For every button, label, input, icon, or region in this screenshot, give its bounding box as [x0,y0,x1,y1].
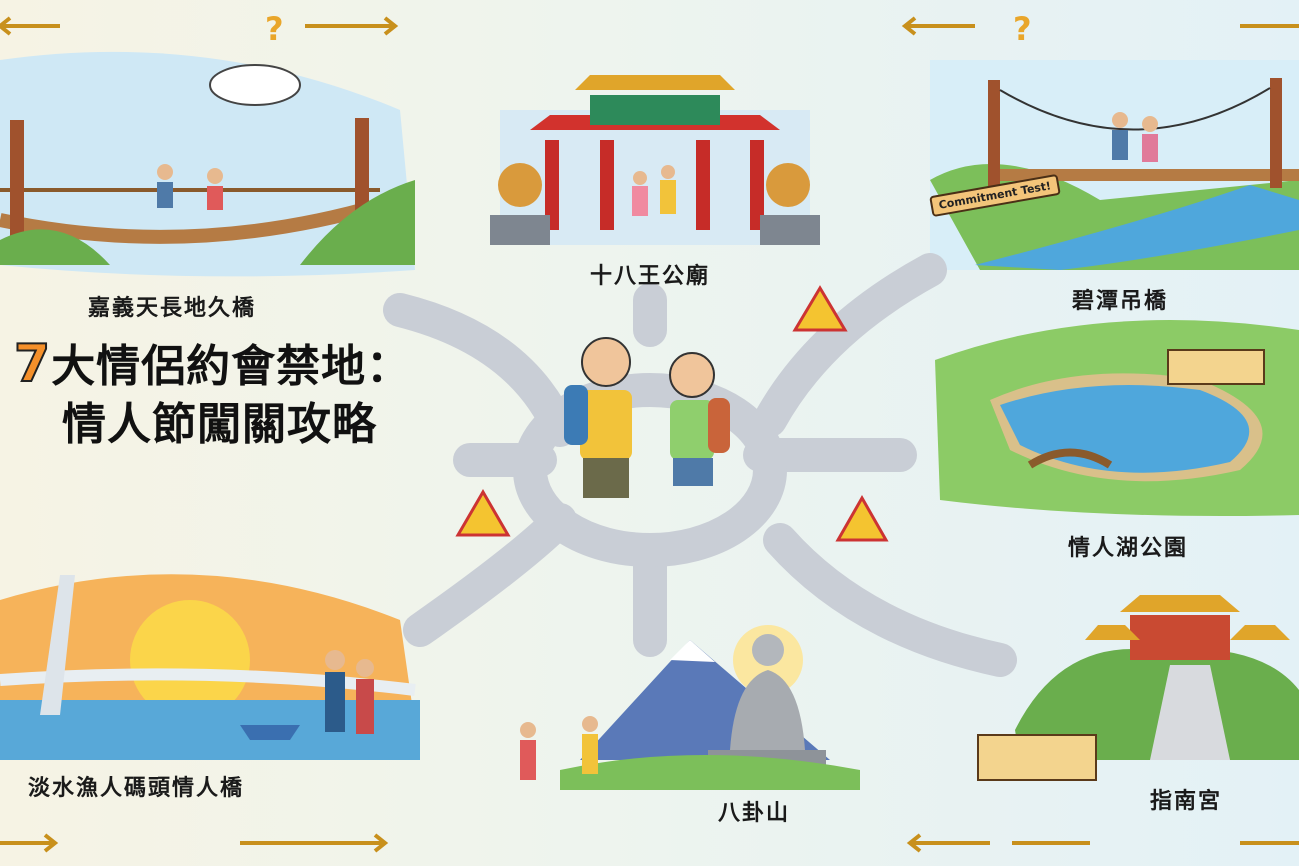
location-label-bitan-bridge: 碧潭吊橋 [1072,289,1169,314]
question-mark-icon: ? [265,10,284,48]
location-label-tamsui-lovers-bridge: 淡水漁人碼頭情人橋 [28,776,245,801]
location-label-eighteen-lords-temple: 十八王公廟 [590,264,711,289]
scene-zhinan-temple [977,595,1299,781]
warning-icon [455,285,889,542]
scene-bagua-mountain [520,625,860,790]
title-line-1: 大情侶約會禁地： [51,341,412,392]
page-title: 7大情侶約會禁地： 情人節闖關攻略 [13,334,412,454]
scene-lake-park [935,320,1299,516]
scene-bitan-bridge [930,60,1299,270]
location-label-zhinan-temple: 指南宮 [1150,789,1223,814]
title-number: 7 [13,334,52,394]
location-label-lovers-lake-park: 情人湖公園 [1068,536,1189,561]
road-icon [383,253,1017,677]
cloud-icon [209,64,301,106]
location-label-baguashan: 八卦山 [718,801,791,826]
scene-temple [490,75,820,245]
location-label-chiayi-bridge: 嘉義天長地久橋 [88,296,257,321]
couple-icon [564,337,730,498]
scene-chiayi-bridge [0,51,415,277]
scene-tamsui [0,574,420,760]
question-mark-icon: ? [1013,10,1032,48]
title-line-2: 情人節闖關攻略 [62,399,377,450]
arrow-icon [0,16,1299,853]
